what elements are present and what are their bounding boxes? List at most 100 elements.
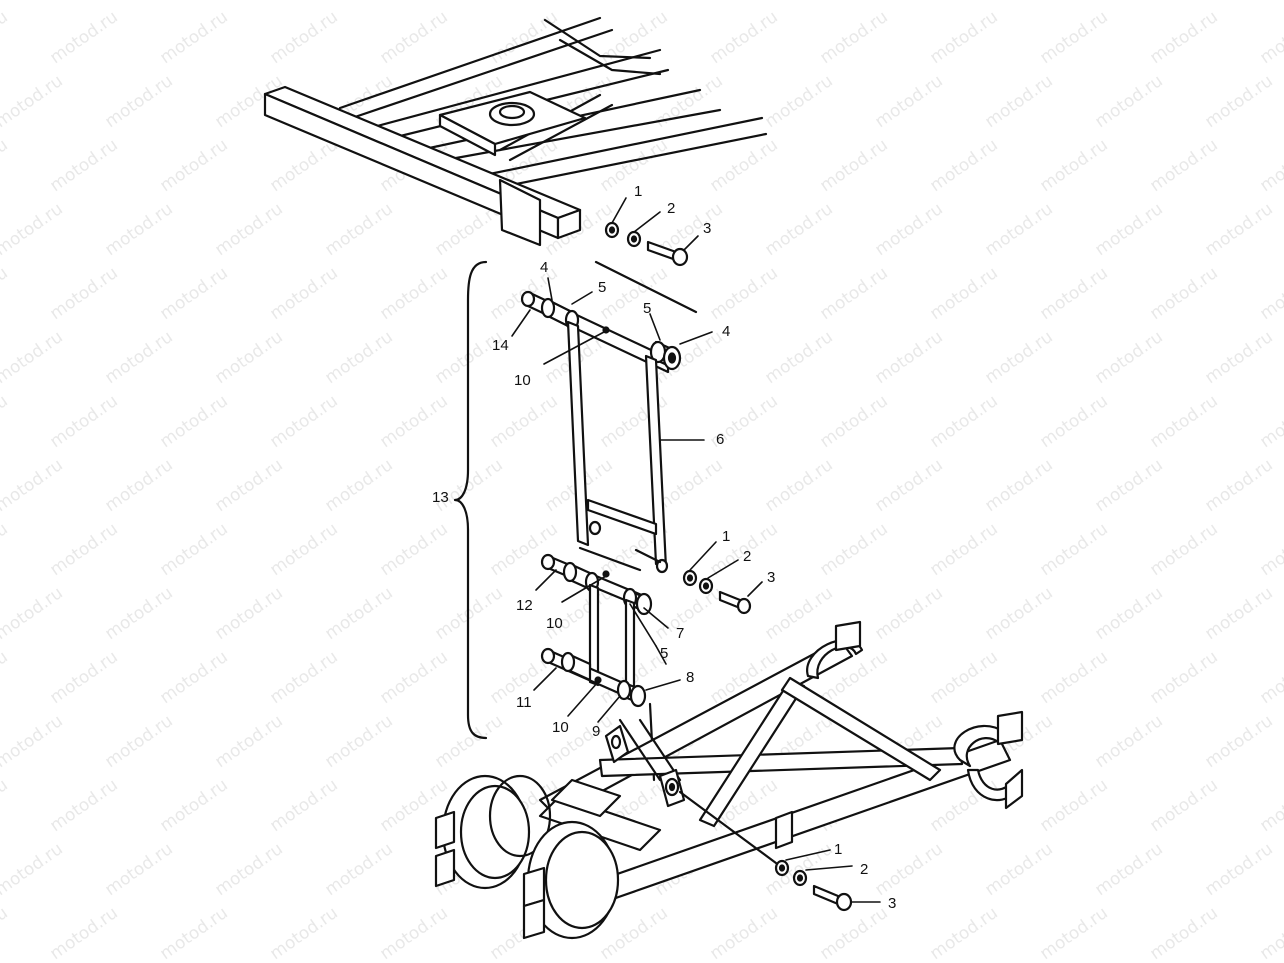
callout-bottom-3: 3 xyxy=(888,895,896,912)
watermark-text: motod.ru xyxy=(816,391,891,452)
watermark-text: motod.ru xyxy=(1036,775,1111,836)
watermark-text: motod.ru xyxy=(0,455,67,516)
watermark-text: motod.ru xyxy=(266,135,341,196)
watermark-text: motod.ru xyxy=(651,583,726,644)
watermark-text: motod.ru xyxy=(0,7,12,68)
watermark-text: motod.ru xyxy=(321,455,396,516)
watermark-text: motod.ru xyxy=(926,647,1001,708)
watermark-text: motod.ru xyxy=(981,199,1056,260)
watermark-text: motod.ru xyxy=(1091,455,1166,516)
watermark-text: motod.ru xyxy=(101,839,176,900)
watermark-text: motod.ru xyxy=(816,903,891,963)
mid-bolt xyxy=(718,590,752,615)
leader-lines xyxy=(511,277,713,723)
watermark-text: motod.ru xyxy=(1036,903,1111,963)
watermark-text: motod.ru xyxy=(816,263,891,324)
callout-lower-12: 12 xyxy=(516,597,533,614)
watermark-text: motod.ru xyxy=(871,583,946,644)
callout-upper-10: 10 xyxy=(514,372,531,389)
link-arms xyxy=(566,320,669,574)
watermark-text: motod.ru xyxy=(211,711,286,772)
watermark-text: motod.ru xyxy=(651,0,726,4)
watermark-text: motod.ru xyxy=(0,647,12,708)
watermark-text: motod.ru xyxy=(1036,7,1111,68)
watermark-text: motod.ru xyxy=(46,391,121,452)
watermark-text: motod.ru xyxy=(1256,775,1284,836)
watermark-text: motod.ru xyxy=(1091,583,1166,644)
bottom-lock-washer xyxy=(792,869,808,887)
watermark-text: motod.ru xyxy=(46,135,121,196)
bottom-fastener-set xyxy=(678,790,881,912)
watermark-text: motod.ru xyxy=(0,71,67,132)
watermark-text: motod.ru xyxy=(1036,647,1111,708)
watermark-text: motod.ru xyxy=(1201,455,1276,516)
callout-mid-3: 3 xyxy=(767,569,775,586)
watermark-text: motod.ru xyxy=(926,519,1001,580)
watermark-text: motod.ru xyxy=(1256,647,1284,708)
lower-bushing-right xyxy=(622,587,653,616)
watermark-text: motod.ru xyxy=(156,903,231,963)
watermark-text: motod.ru xyxy=(651,71,726,132)
mid-fastener-set xyxy=(682,541,763,615)
watermark-text: motod.ru xyxy=(156,647,231,708)
callout-bracket-13: 13 xyxy=(432,489,449,506)
watermark-text: motod.ru xyxy=(1146,391,1221,452)
watermark-text: motod.ru xyxy=(761,455,836,516)
watermark-text: motod.ru xyxy=(266,263,341,324)
callout-lower-10b: 10 xyxy=(552,719,569,736)
mid-washer xyxy=(682,569,698,587)
watermark-text: motod.ru xyxy=(101,711,176,772)
callout-lower-9: 9 xyxy=(592,723,600,740)
watermark-text: motod.ru xyxy=(761,327,836,388)
watermark-text: motod.ru xyxy=(0,583,67,644)
watermark-text: motod.ru xyxy=(1091,839,1166,900)
top-washer xyxy=(604,221,620,239)
watermark-text: motod.ru xyxy=(266,519,341,580)
watermark-text: motod.ru xyxy=(981,839,1056,900)
callout-upper-5b: 5 xyxy=(643,300,651,317)
callout-labels: 1 2 3 4 5 5 4 14 10 6 1 2 3 13 12 10 7 5… xyxy=(432,183,896,912)
bottom-bolt xyxy=(812,884,853,912)
watermark-text: motod.ru xyxy=(871,71,946,132)
watermark-text: motod.ru xyxy=(321,0,396,4)
watermark-text: motod.ru xyxy=(1036,263,1111,324)
watermark-text: motod.ru xyxy=(156,135,231,196)
watermark-text: motod.ru xyxy=(101,71,176,132)
mid-lock-washer xyxy=(698,577,714,595)
watermark-text: motod.ru xyxy=(761,71,836,132)
watermark-text: motod.ru xyxy=(1146,519,1221,580)
watermark-text: motod.ru xyxy=(0,263,12,324)
watermark-text: motod.ru xyxy=(926,135,1001,196)
watermark-text: motod.ru xyxy=(1201,839,1276,900)
watermark-text: motod.ru xyxy=(266,7,341,68)
watermark-text: motod.ru xyxy=(981,327,1056,388)
callout-bottom-2: 2 xyxy=(860,861,868,878)
watermark-text: motod.ru xyxy=(156,775,231,836)
watermark-text: motod.ru xyxy=(981,455,1056,516)
watermark-text: motod.ru xyxy=(981,71,1056,132)
watermark-text: motod.ru xyxy=(486,519,561,580)
watermark-text: motod.ru xyxy=(46,775,121,836)
watermark-text: motod.ru xyxy=(46,519,121,580)
watermark-text: motod.ru xyxy=(376,263,451,324)
watermark-text: motod.ru xyxy=(761,583,836,644)
watermark-text: motod.ru xyxy=(1256,391,1284,452)
watermark-text: motod.ru xyxy=(46,7,121,68)
watermark-text: motod.ru xyxy=(101,583,176,644)
watermark-text: motod.ru xyxy=(0,327,67,388)
watermark-text: motod.ru xyxy=(1036,519,1111,580)
watermark-text: motod.ru xyxy=(1201,0,1276,4)
watermark-text: motod.ru xyxy=(1256,519,1284,580)
watermark-text: motod.ru xyxy=(211,199,286,260)
watermark-text: motod.ru xyxy=(101,327,176,388)
bottom-washer xyxy=(774,859,790,877)
watermark-text: motod.ru xyxy=(1146,263,1221,324)
watermark-text: motod.ru xyxy=(816,7,891,68)
watermark-text: motod.ru xyxy=(211,583,286,644)
watermark-text: motod.ru xyxy=(816,135,891,196)
watermark-text: motod.ru xyxy=(871,839,946,900)
watermark-text: motod.ru xyxy=(0,391,12,452)
watermark-text: motod.ru xyxy=(871,455,946,516)
callout-lower-8: 8 xyxy=(686,669,694,686)
